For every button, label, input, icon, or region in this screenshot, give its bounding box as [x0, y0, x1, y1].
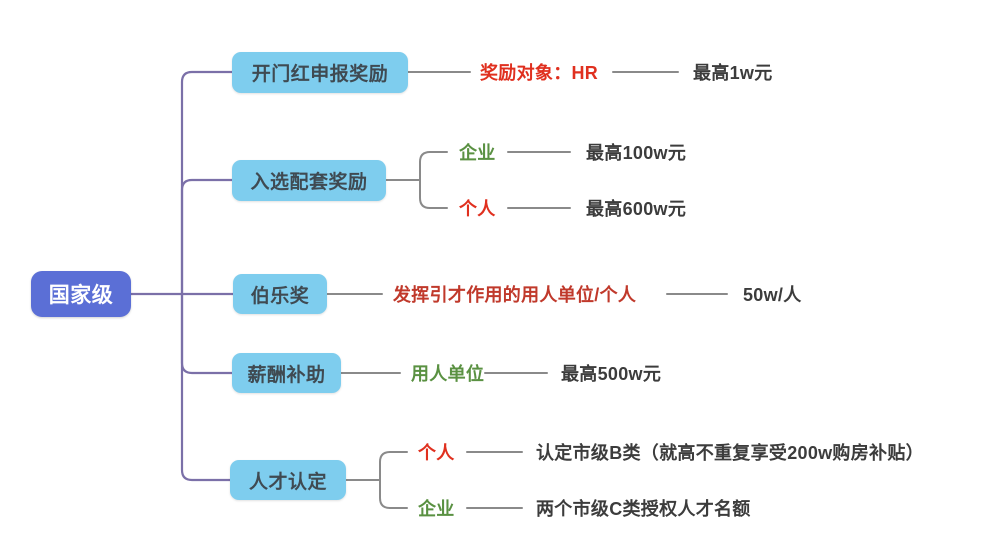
trunk-to-branch-2 — [180, 178, 234, 296]
leaf-amount-1-1: 最高1w元 — [693, 63, 773, 83]
branch-5-fork — [379, 451, 391, 509]
branch-node-3-label: 伯乐奖 — [250, 285, 310, 307]
leaf-audience-1-1: 奖励对象：HR — [480, 63, 599, 83]
leaf-amount-5-2: 两个市级C类授权人才名额 — [536, 499, 751, 519]
leaf-amount-4-1: 最高500w元 — [561, 364, 662, 384]
root-node[interactable]: 国家级 — [31, 271, 131, 317]
leaf-amount-5-1: 认定市级B类（就高不重复享受200w购房补贴） — [536, 443, 924, 463]
leaf-amount-3-1: 50w/人 — [743, 285, 802, 305]
leaf-audience-2-1: 企业 — [459, 143, 496, 163]
leaf-audience-2-2: 个人 — [459, 199, 496, 219]
trunk-to-branch-5 — [180, 292, 232, 482]
branch-node-1[interactable]: 开门红申报奖励 — [232, 52, 408, 93]
leaf-amount-2-2: 最高600w元 — [586, 199, 687, 219]
branch-node-5-label: 人才认定 — [248, 471, 327, 493]
leaf-audience-5-2: 企业 — [418, 499, 455, 519]
leaf-audience-5-1: 个人 — [418, 443, 455, 463]
leaf-audience-3-1: 发挥引才作用的用人单位/个人 — [393, 285, 637, 305]
branch-node-4-label: 薪酬补助 — [247, 364, 326, 386]
leaf-audience-4-1: 用人单位 — [411, 364, 485, 384]
root-node-label: 国家级 — [48, 284, 114, 307]
branch-2-fork — [419, 151, 431, 209]
branch-node-2-label: 入选配套奖励 — [250, 172, 368, 193]
branch-node-3[interactable]: 伯乐奖 — [233, 274, 327, 314]
leaf-amount-2-1: 最高100w元 — [586, 143, 687, 163]
trunk-to-branch-1 — [180, 70, 234, 296]
trunk-to-branch-4 — [180, 292, 234, 375]
branch-node-4[interactable]: 薪酬补助 — [232, 353, 341, 393]
branch-node-2[interactable]: 入选配套奖励 — [232, 160, 386, 201]
branch-node-1-label: 开门红申报奖励 — [251, 64, 389, 85]
branch-node-5[interactable]: 人才认定 — [230, 460, 346, 500]
